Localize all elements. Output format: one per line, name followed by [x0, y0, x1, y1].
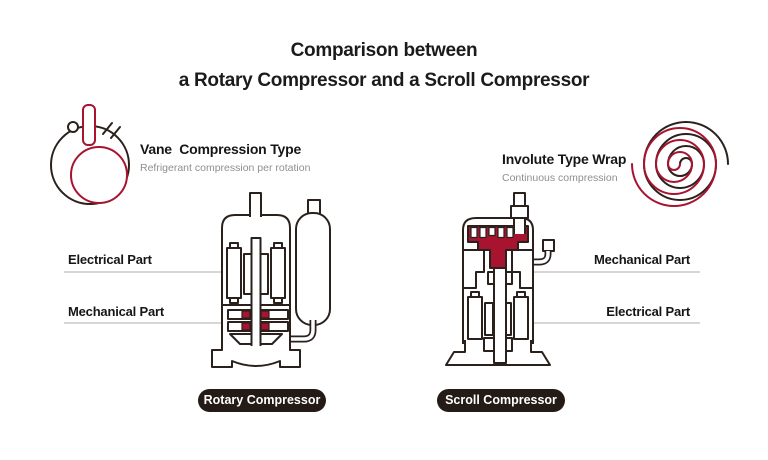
label-line: [64, 271, 222, 273]
rotary-electrical-part-label: Electrical Part: [68, 252, 152, 267]
label-line: [533, 322, 700, 324]
stator-winding-left: [467, 296, 483, 340]
scroll-wrap-slot: [497, 226, 505, 239]
scroll-wrap-slot: [488, 226, 496, 237]
stator-winding-right: [513, 296, 529, 340]
side-port-fitting: [542, 239, 555, 252]
rotary-base: [211, 346, 301, 368]
rotary-discharge-pipe: [249, 192, 262, 217]
stator-winding-left: [226, 247, 242, 299]
scroll-compressor-illustration: [445, 192, 555, 366]
involute-scroll-spiral-icon: [631, 121, 729, 207]
scroll-wrap-slot: [479, 226, 487, 239]
vane-rotor-circle: [70, 146, 128, 204]
accumulator-tank: [295, 212, 331, 326]
right-feature-title: Involute Type Wrap: [502, 151, 627, 167]
vane-chamber-red: [241, 322, 251, 331]
vane-discharge-tick: [110, 126, 121, 139]
right-feature-text: Involute Type Wrap Continuous compressio…: [502, 151, 626, 184]
rotary-compressor-badge: Rotary Compressor: [198, 389, 326, 412]
rotary-mechanical-part-label: Mechanical Part: [68, 304, 164, 319]
spiral-crimson-wrap: [631, 127, 718, 207]
vane-discharge-tick: [102, 122, 113, 135]
vane-chamber-red: [260, 322, 270, 331]
stator-winding-right: [270, 247, 286, 299]
rotary-vane-cross-section-icon: [50, 104, 130, 205]
scroll-electrical-part-label: Electrical Part: [606, 304, 690, 319]
vane-chamber-red: [260, 310, 270, 319]
vane-chamber-red: [241, 310, 251, 319]
rotary-compressor-illustration: [211, 192, 331, 368]
accumulator-pipe-bore: [285, 320, 315, 341]
scroll-wrap-slot: [506, 226, 514, 239]
page-title-line-2: a Rotary Compressor and a Scroll Compres…: [178, 70, 590, 91]
side-port-pipe-bore: [530, 251, 550, 264]
left-feature-title: Vane Compression Type: [140, 141, 302, 157]
scroll-compressor-badge: Scroll Compressor: [437, 389, 565, 412]
scroll-mechanical-part-label: Mechanical Part: [594, 252, 690, 267]
page-title: Comparison between a Rotary Compressor a…: [0, 36, 768, 96]
discharge-pipe-collar: [510, 205, 529, 219]
frame-left: [462, 249, 485, 289]
left-feature-text: Vane Compression Type Refrigerant compre…: [140, 141, 310, 174]
page-title-line-1: Comparison between: [290, 40, 478, 61]
scroll-wrap-slot: [470, 226, 478, 239]
vane-suction-bump: [67, 121, 79, 133]
right-feature-subtitle: Continuous compression: [502, 172, 618, 184]
frame-right: [511, 249, 534, 289]
label-line: [64, 322, 222, 324]
rotor-block-left: [484, 302, 494, 336]
left-feature-subtitle: Refrigerant compression per rotation: [140, 162, 311, 174]
crankshaft: [250, 237, 262, 349]
vane-slot: [82, 104, 96, 146]
accumulator-neck: [307, 199, 321, 215]
label-line: [533, 271, 700, 273]
crankshaft: [493, 267, 507, 364]
